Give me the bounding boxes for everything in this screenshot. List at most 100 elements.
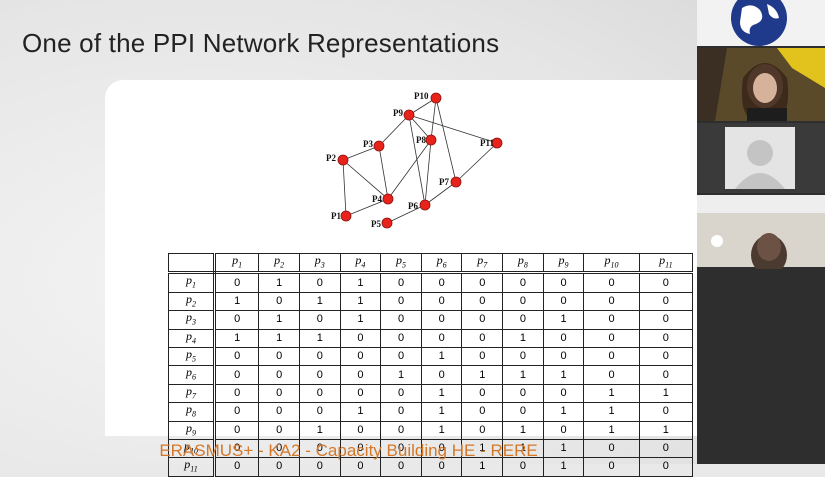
participants-sidebar <box>697 0 825 464</box>
avatar-placeholder[interactable] <box>697 123 825 193</box>
matrix-cell: 0 <box>420 310 463 330</box>
matrix-cell: 1 <box>339 291 382 312</box>
matrix-cell: 0 <box>339 383 382 404</box>
matrix-cell: 1 <box>583 383 640 404</box>
matrix-cell: 1 <box>583 402 640 422</box>
logo-tile[interactable] <box>697 0 825 46</box>
network-node <box>419 199 431 211</box>
matrix-cell: 0 <box>380 346 422 367</box>
matrix-cell: 0 <box>583 457 640 477</box>
matrix-cell: 1 <box>502 365 544 385</box>
matrix-cell: 0 <box>502 310 544 330</box>
matrix-row-header: p5 <box>168 346 216 367</box>
network-node <box>382 193 394 205</box>
network-edge <box>342 145 380 161</box>
matrix-cell: 0 <box>461 272 504 293</box>
matrix-cell: 1 <box>461 365 504 385</box>
matrix-cell: 0 <box>258 420 300 440</box>
matrix-cell: 1 <box>258 328 300 348</box>
matrix-cell: 0 <box>213 272 260 293</box>
matrix-column-header: p6 <box>420 252 463 275</box>
matrix-cell: 0 <box>583 346 640 367</box>
matrix-cell: 0 <box>213 420 260 440</box>
matrix-cell: 1 <box>542 310 585 330</box>
matrix-cell: 1 <box>339 310 382 330</box>
matrix-cell: 0 <box>298 272 341 293</box>
matrix-cell: 1 <box>542 402 585 422</box>
network-edge <box>424 139 432 206</box>
matrix-row-header: p4 <box>168 328 216 348</box>
matrix-cell: 1 <box>502 420 544 440</box>
matrix-cell: 1 <box>258 310 300 330</box>
matrix-column-header: p4 <box>339 252 382 275</box>
network-node-label: P9 <box>393 108 403 118</box>
matrix-cell: 0 <box>380 310 422 330</box>
matrix-cell: 0 <box>461 310 504 330</box>
matrix-cell: 1 <box>420 402 463 422</box>
matrix-cell: 1 <box>380 365 422 385</box>
matrix-cell: 0 <box>583 272 640 293</box>
matrix-cell: 0 <box>583 328 640 348</box>
network-edge <box>408 114 426 206</box>
network-node <box>373 140 385 152</box>
network-edge <box>386 204 426 224</box>
matrix-column-header: p5 <box>380 252 422 275</box>
matrix-cell: 0 <box>461 346 504 367</box>
matrix-cell: 1 <box>420 383 463 404</box>
matrix-column-header: p7 <box>461 252 504 275</box>
matrix-cell: 0 <box>461 402 504 422</box>
matrix-cell: 0 <box>461 420 504 440</box>
matrix-cell: 0 <box>298 365 341 385</box>
matrix-row-header: p8 <box>168 402 216 422</box>
matrix-cell: 1 <box>420 346 463 367</box>
matrix-cell: 1 <box>420 420 463 440</box>
network-edge <box>345 198 389 217</box>
network-node-label: P5 <box>371 219 381 229</box>
network-node <box>425 134 437 146</box>
sidebar-empty-area <box>697 269 825 464</box>
matrix-cell: 0 <box>213 365 260 385</box>
matrix-cell: 0 <box>298 402 341 422</box>
matrix-cell: 1 <box>638 383 694 404</box>
matrix-cell: 0 <box>583 365 640 385</box>
matrix-cell: 0 <box>583 291 640 312</box>
matrix-cell: 0 <box>542 328 585 348</box>
participant-video[interactable] <box>697 195 825 275</box>
matrix-cell: 0 <box>380 291 422 312</box>
network-edges <box>342 97 498 224</box>
matrix-cell: 0 <box>542 291 585 312</box>
matrix-cell: 0 <box>213 383 260 404</box>
matrix-row-header: p11 <box>168 457 216 477</box>
matrix-cell: 0 <box>258 383 300 404</box>
network-node <box>381 217 393 229</box>
matrix-cell: 0 <box>213 346 260 367</box>
network-edge <box>430 97 437 141</box>
matrix-cell: 0 <box>420 365 463 385</box>
matrix-cell: 1 <box>339 402 382 422</box>
matrix-cell: 1 <box>213 291 260 312</box>
network-node-label: P2 <box>326 153 336 163</box>
matrix-cell: 1 <box>298 328 341 348</box>
matrix-cell: 0 <box>213 310 260 330</box>
network-node-label: P4 <box>372 194 382 204</box>
matrix-cell: 0 <box>258 291 300 312</box>
matrix-cell: 0 <box>542 346 585 367</box>
matrix-column-header: p11 <box>638 252 694 275</box>
speaker-video[interactable] <box>697 48 825 121</box>
matrix-cell: 0 <box>339 328 382 348</box>
matrix-column-header: p9 <box>542 252 585 275</box>
network-edge <box>342 159 347 217</box>
matrix-cell: 1 <box>542 365 585 385</box>
